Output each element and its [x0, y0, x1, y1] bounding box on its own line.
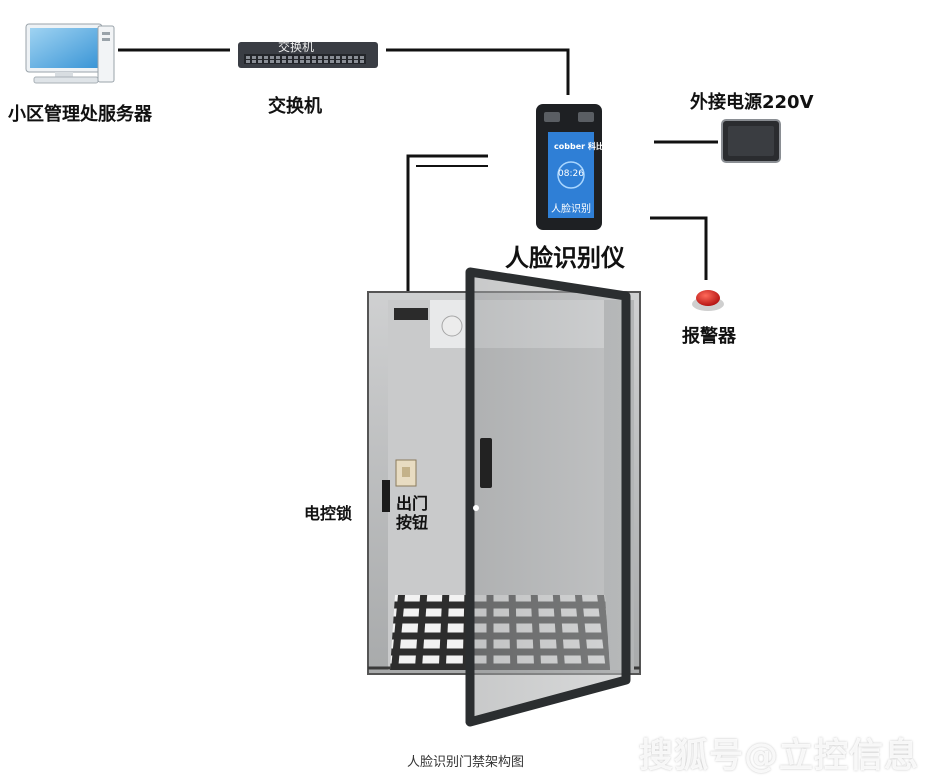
device-brand-text: cobber 科比	[554, 142, 604, 151]
door-scene	[367, 267, 641, 727]
device-time-text: 08:26	[558, 169, 584, 179]
switch-device-text: 交换机	[278, 40, 315, 54]
door-leaf	[465, 267, 631, 727]
face-device-label: 人脸识别仪	[505, 244, 625, 272]
wire-face-alarm	[650, 216, 708, 280]
exit-button-label: 出门按钮	[396, 494, 429, 532]
face-recognition-device-icon	[536, 104, 602, 230]
lock-label: 电控锁	[304, 504, 353, 523]
power-label: 外接电源220V	[690, 92, 814, 113]
alarm-label: 报警器	[682, 326, 736, 347]
wire-face-lock	[406, 154, 488, 310]
device-name-text: 人脸识别	[551, 204, 591, 215]
server-icon	[25, 23, 115, 84]
wires	[118, 48, 718, 462]
wire-switch-face	[386, 48, 570, 95]
power-supply-icon	[721, 119, 781, 163]
switch-label: 交换机	[268, 96, 322, 117]
server-label: 小区管理处服务器	[8, 104, 152, 125]
figure-caption: 人脸识别门禁架构图	[406, 755, 524, 770]
alarm-icon	[692, 290, 724, 311]
watermark: 搜狐号@立控信息	[639, 736, 919, 776]
switch-icon	[238, 42, 378, 68]
